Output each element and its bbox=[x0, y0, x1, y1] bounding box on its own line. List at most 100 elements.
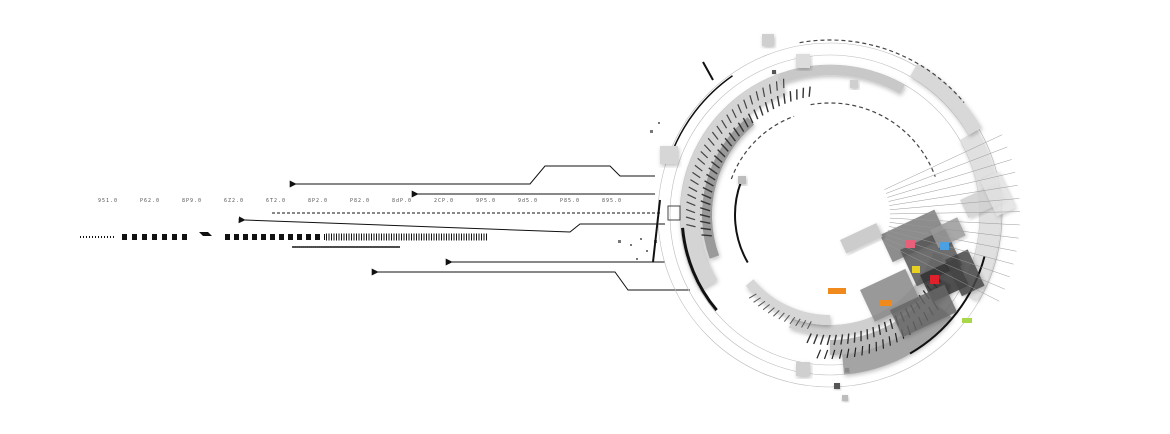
ring-tick bbox=[737, 122, 745, 132]
ring-tick bbox=[701, 234, 712, 237]
bar-strips bbox=[80, 232, 488, 248]
color-accent bbox=[828, 288, 846, 294]
scale-label: 8P9.0 bbox=[182, 198, 202, 204]
ring-tick bbox=[831, 349, 836, 360]
floating-square bbox=[796, 54, 810, 68]
ring-tick bbox=[838, 349, 843, 359]
ring-tick bbox=[840, 334, 844, 345]
ring-tick bbox=[758, 105, 764, 116]
ring-dashed-arc bbox=[730, 115, 795, 180]
floating-square bbox=[660, 146, 678, 164]
mech-panel bbox=[840, 223, 883, 254]
ring-tick bbox=[773, 310, 780, 317]
ring-tick bbox=[776, 95, 780, 107]
ring-dashed-arc bbox=[799, 39, 965, 103]
ring-ray bbox=[889, 217, 1020, 226]
ring-band bbox=[702, 116, 755, 259]
small-wedge bbox=[199, 232, 212, 236]
ring-tick bbox=[795, 318, 801, 327]
ring-tick bbox=[889, 318, 894, 330]
floating-square bbox=[850, 80, 858, 88]
arrow-line-1 bbox=[289, 165, 655, 188]
ring-tick bbox=[690, 179, 699, 186]
ring-tick bbox=[716, 125, 723, 135]
ring-tick bbox=[813, 334, 819, 345]
color-accent bbox=[905, 240, 915, 248]
ring-tick bbox=[717, 149, 726, 158]
scale-label: 9P5.0 bbox=[476, 198, 496, 204]
scale-label: P82.0 bbox=[350, 198, 370, 204]
ring-ray bbox=[887, 159, 1012, 198]
ring-tick bbox=[853, 332, 856, 343]
ring-tick bbox=[783, 93, 786, 104]
ring-dashed-arc bbox=[810, 102, 936, 177]
mech-panel bbox=[944, 249, 985, 297]
ring-arc bbox=[681, 227, 718, 312]
ring-tick bbox=[686, 223, 696, 228]
floating-square bbox=[738, 176, 746, 184]
scatter-dots bbox=[618, 122, 660, 260]
ring-ray bbox=[889, 222, 1019, 239]
ring-band bbox=[959, 130, 1000, 300]
ring-tick bbox=[882, 339, 885, 349]
floating-square bbox=[845, 368, 849, 372]
ring-tick bbox=[775, 81, 778, 91]
scale-label: 6T2.0 bbox=[266, 198, 286, 204]
mech-panel bbox=[930, 217, 966, 249]
ring-tick bbox=[721, 119, 728, 129]
ring-tick bbox=[713, 155, 723, 163]
ring-ray bbox=[883, 242, 1000, 302]
ring-tick bbox=[743, 99, 748, 109]
ring-ray bbox=[885, 146, 1008, 194]
ring-tick bbox=[789, 91, 792, 102]
ring-tick bbox=[702, 186, 713, 193]
color-accent bbox=[962, 318, 972, 323]
scale-label: 2CP.0 bbox=[434, 198, 454, 204]
tech-ring bbox=[652, 34, 1020, 401]
ring-tick bbox=[801, 319, 807, 328]
scale-label: P85.0 bbox=[560, 198, 580, 204]
arrow-line-3 bbox=[238, 216, 665, 233]
ring-tick bbox=[710, 161, 720, 169]
ring-arc bbox=[734, 182, 749, 263]
scale-label: 8P2.0 bbox=[308, 198, 328, 204]
ring-tick bbox=[685, 208, 696, 214]
ring-tick bbox=[726, 114, 732, 124]
scale-label: 951.0 bbox=[98, 198, 118, 204]
ring-tick bbox=[853, 347, 857, 357]
ring-tick bbox=[687, 193, 697, 200]
scale-label: 6Z2.0 bbox=[224, 198, 244, 204]
mech-panel bbox=[980, 171, 1016, 217]
arrow-line-5 bbox=[371, 268, 690, 291]
ring-tick bbox=[707, 137, 715, 146]
ring-tick bbox=[749, 95, 754, 105]
ring-tick bbox=[700, 227, 711, 231]
ring-tick bbox=[807, 321, 812, 330]
slash-mark bbox=[652, 199, 661, 263]
ring-tick bbox=[703, 144, 712, 153]
ring-tick bbox=[724, 137, 733, 147]
ring-tick bbox=[846, 348, 850, 359]
ring-tick bbox=[685, 216, 696, 221]
ring-tick bbox=[883, 321, 888, 333]
floating-square bbox=[834, 383, 840, 389]
ring-tick bbox=[755, 91, 760, 101]
ring-band bbox=[745, 279, 830, 325]
ring-tick bbox=[699, 213, 711, 218]
scale-label: 8dP.0 bbox=[392, 198, 412, 204]
ring-tick bbox=[789, 316, 796, 325]
color-accent bbox=[880, 300, 892, 306]
ring-tick bbox=[806, 333, 812, 344]
ring-tick bbox=[778, 312, 785, 320]
color-accent bbox=[930, 275, 939, 284]
ring-tick bbox=[808, 86, 811, 97]
ring-tick bbox=[737, 104, 742, 114]
ring-tick bbox=[888, 336, 891, 346]
ring-tick bbox=[816, 349, 822, 359]
ring-tick bbox=[753, 109, 759, 120]
ring-tick bbox=[742, 117, 749, 128]
ring-tick bbox=[762, 87, 766, 98]
ring-tick bbox=[757, 300, 766, 307]
